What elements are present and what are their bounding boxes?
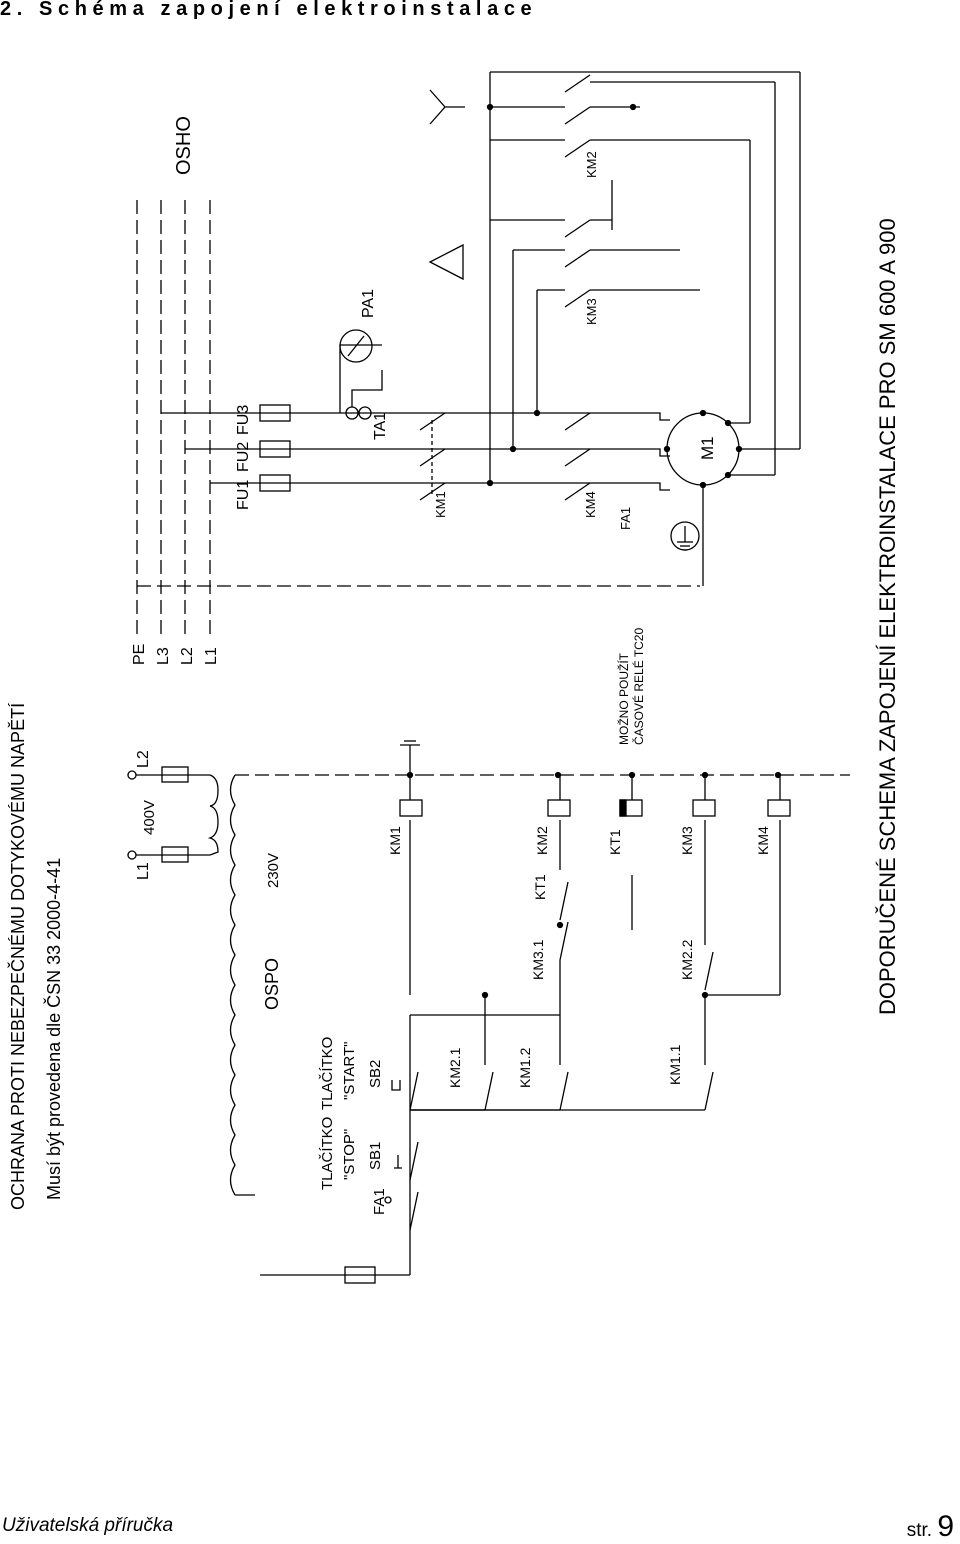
footer-manual-title: Uživatelská příručka: [2, 1515, 174, 1536]
pa1-label: PA1: [360, 289, 377, 318]
footer-page-number: str. 9: [907, 1510, 954, 1544]
fuse-label-fu3: FU3: [235, 405, 252, 435]
fuse-label-fu1: FU1: [235, 480, 252, 510]
l1-terminal-label: L1: [135, 862, 152, 880]
coil-km3: [692, 799, 716, 817]
tlacitko-start-label: TLAČÍTKO: [319, 1037, 336, 1110]
km22-label: KM2.2: [679, 939, 695, 980]
coil-km1: [399, 799, 423, 817]
fuse-label-fu2: FU2: [235, 442, 252, 472]
km21-label: KM2.1: [447, 1047, 463, 1088]
km2-power-label: KM2: [584, 151, 599, 178]
km11-label: KM1.1: [667, 1044, 683, 1085]
sb1-label: SB1: [367, 1142, 384, 1170]
pa1-meter: [339, 329, 373, 363]
coil-km4: [767, 799, 791, 817]
line-label-l1: L1: [203, 647, 220, 665]
sb2-label: SB2: [367, 1060, 384, 1088]
osho-label: OSHO: [173, 116, 195, 175]
fuse-fu2: [259, 440, 291, 458]
footer-page-value: 9: [937, 1510, 954, 1543]
coil-label-km1: KM1: [387, 826, 403, 855]
coil-label-km4: KM4: [755, 826, 771, 855]
fa1-power-label: FA1: [618, 507, 633, 530]
coil-km2: [547, 799, 571, 817]
stop-label: "STOP": [341, 1129, 358, 1180]
km3-power-label: KM3: [584, 298, 599, 325]
delta-symbol: [428, 243, 464, 281]
star-symbol: [429, 89, 465, 125]
wiring-diagram: OCHRANA PROTI NEBEZPEČNÉMU DOTYKOVÉMU NA…: [7, 71, 900, 1284]
km31-label: KM3.1: [530, 939, 546, 980]
km4-power-label: KM4: [583, 491, 598, 518]
ta1-label: TA1: [372, 412, 389, 440]
line-label-l3: L3: [155, 647, 172, 665]
kt1-contact-label: KT1: [532, 874, 548, 900]
ospo-label: OSPO: [262, 958, 282, 1010]
motor-label: M1: [698, 436, 717, 460]
coil-label-km2: KM2: [534, 826, 550, 855]
km12-label: KM1.2: [517, 1047, 533, 1088]
fa1-control-label: FA1: [371, 1188, 388, 1215]
protection-line1: OCHRANA PROTI NEBEZPEČNÉMU DOTYKOVÉMU NA…: [7, 703, 28, 1210]
start-label: "START": [341, 1042, 358, 1100]
fuse-fu3: [259, 404, 291, 422]
line-label-l2: L2: [179, 647, 196, 665]
tlacitko-stop-label: TLAČÍTKO: [319, 1117, 336, 1190]
coil-label-km3: KM3: [679, 826, 695, 855]
transformer-ospo: [229, 774, 236, 1196]
note-line2: ČASOVÉ RELÉ TC20: [631, 628, 646, 745]
terminal-l1: [127, 850, 137, 860]
v230-label: 230V: [265, 853, 282, 888]
protection-line2: Musí být provedena dle ČSN 33 2000-4-41: [43, 858, 64, 1200]
note-line1: MOŽNO POUŽÍT: [616, 652, 631, 745]
line-label-pe: PE: [131, 644, 148, 665]
km1-power-label: KM1: [433, 491, 448, 518]
l2-terminal-label: L2: [135, 750, 152, 768]
v400-label: 400V: [141, 800, 158, 835]
section-heading: 2. Schéma zapojení elektroinstalace: [0, 0, 538, 20]
fuse-fu1: [259, 474, 291, 492]
diagram-caption: DOPORUČENÉ SCHEMA ZAPOJENÍ ELEKTROINSTAL…: [875, 218, 900, 1015]
coil-label-kt1: KT1: [607, 829, 623, 855]
terminal-l2: [127, 770, 137, 780]
footer-page-prefix: str.: [906, 1520, 933, 1541]
